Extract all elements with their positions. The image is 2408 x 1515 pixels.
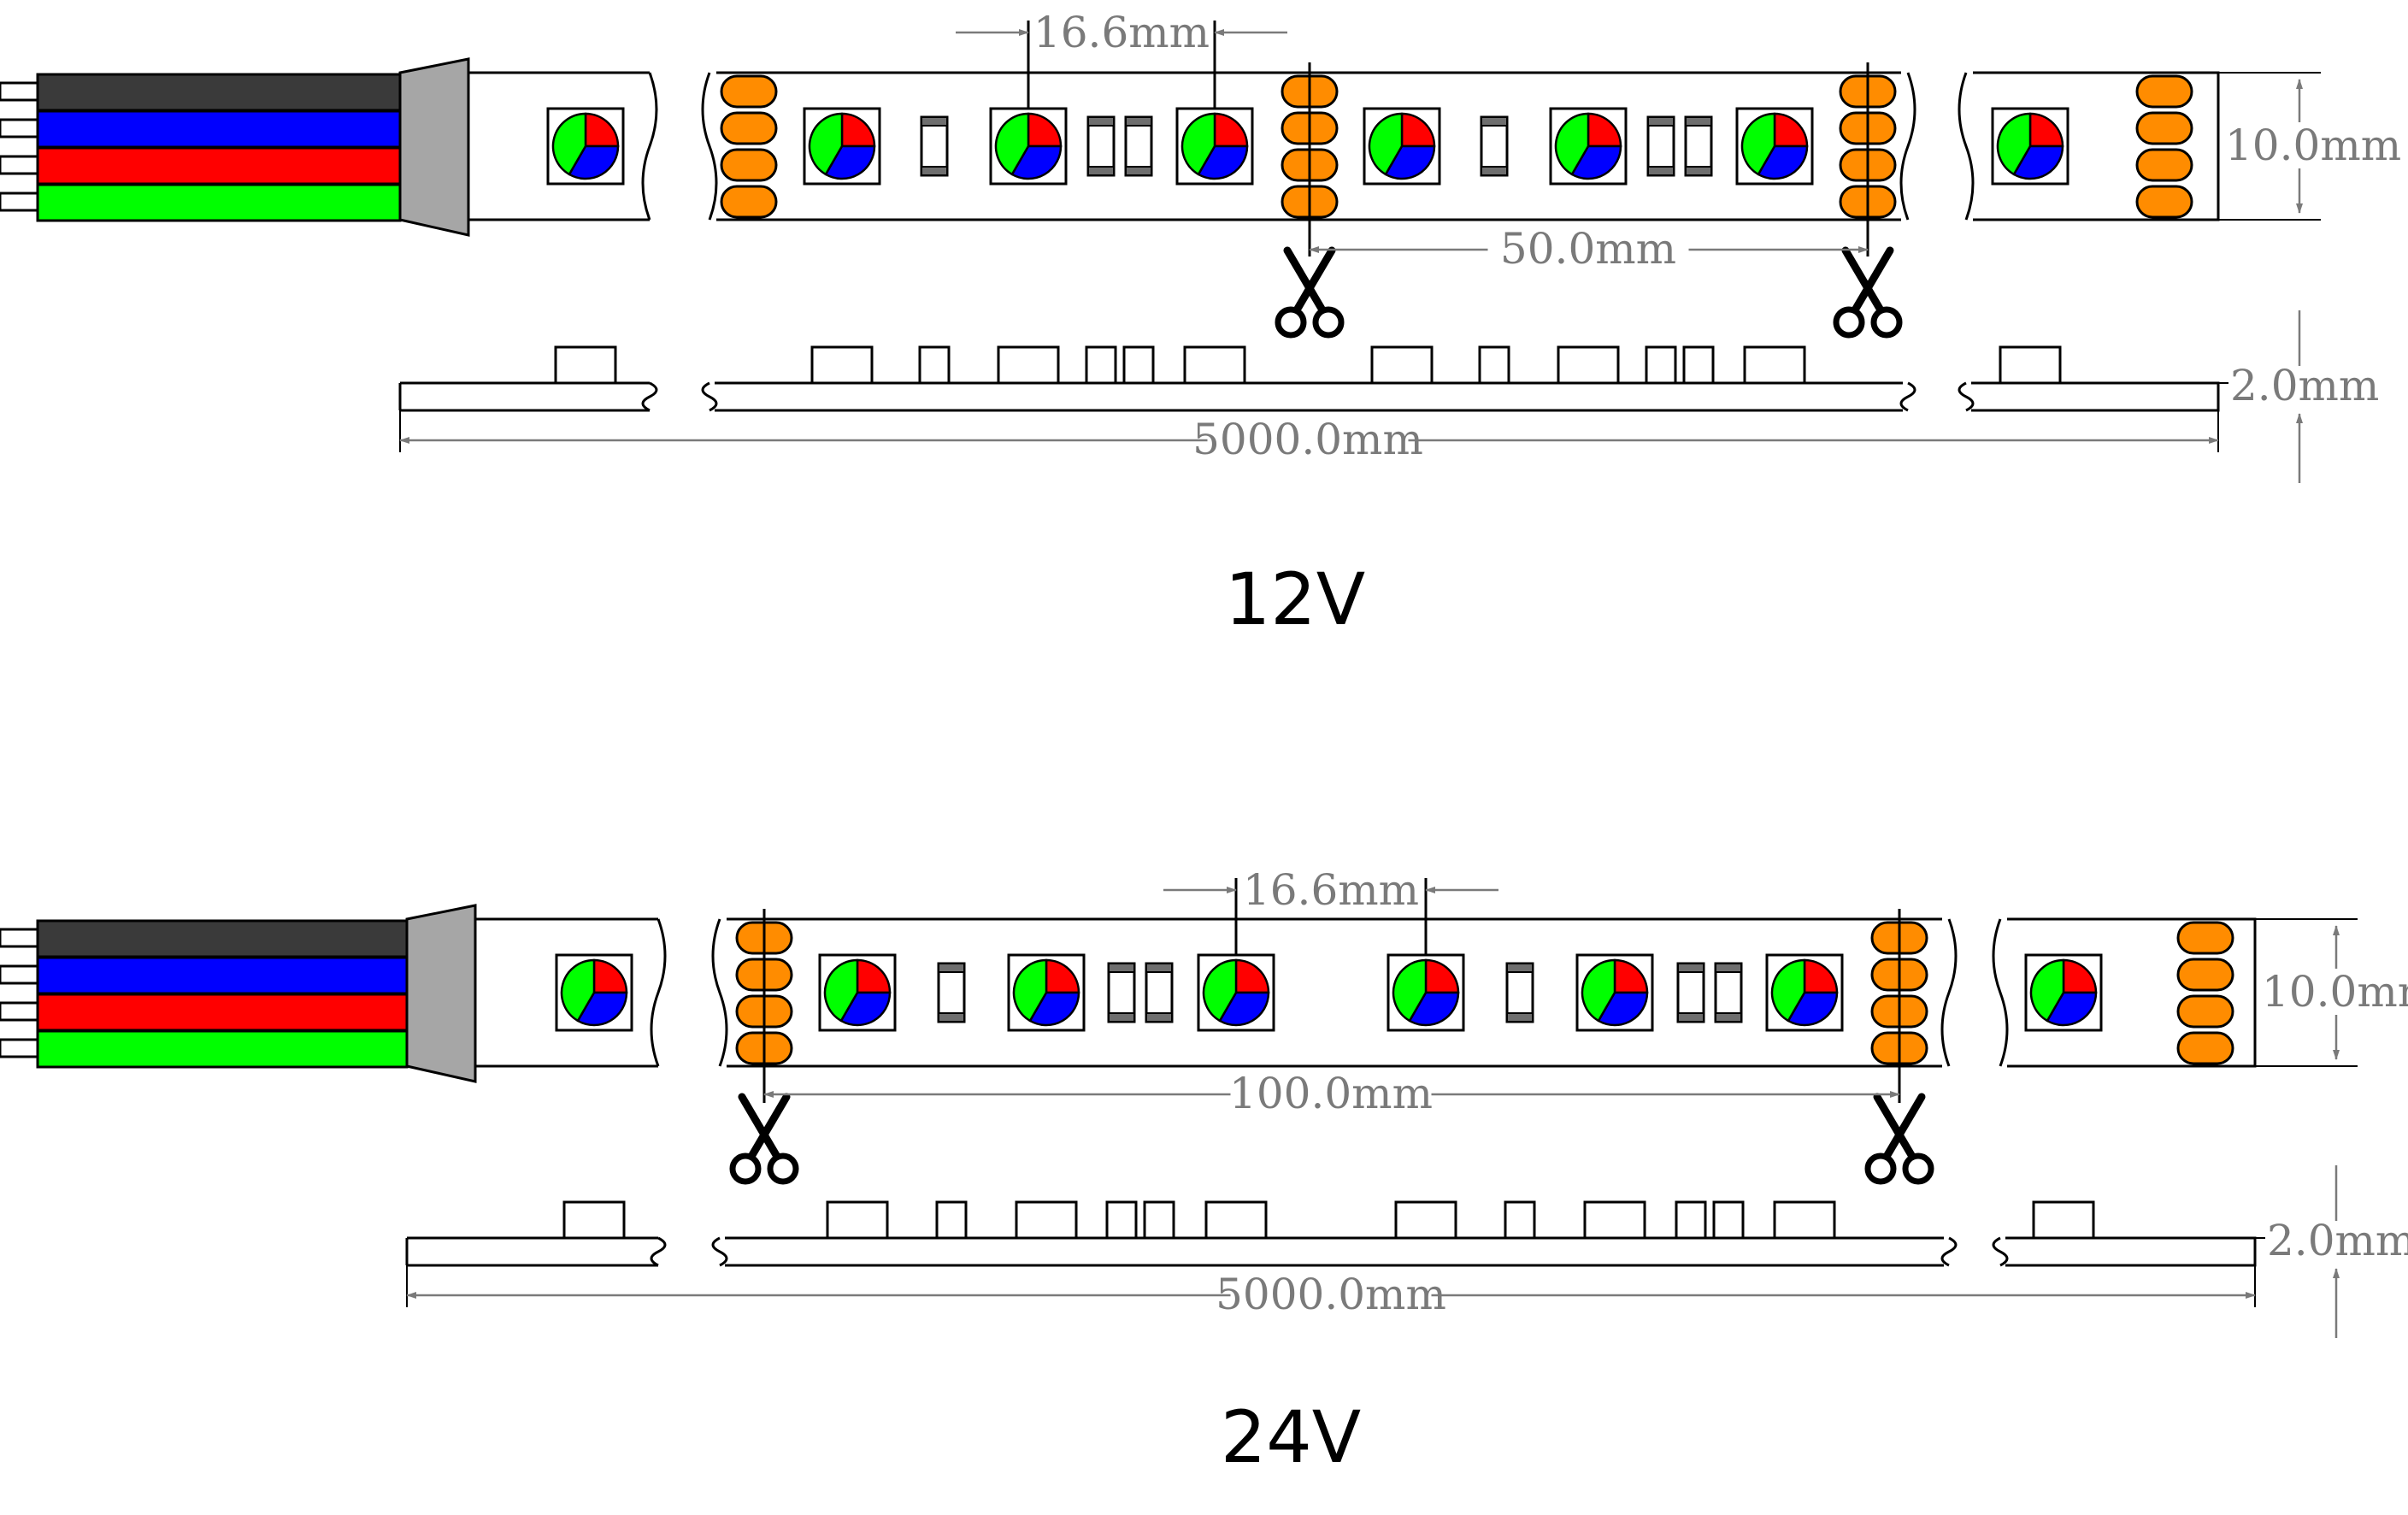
scissors-icon xyxy=(1833,246,1903,339)
solder-pads xyxy=(1870,909,1928,1103)
wire-bundle xyxy=(0,73,402,222)
connector xyxy=(405,904,477,1083)
rgb-led-icon xyxy=(546,107,625,186)
strip-segment-end xyxy=(1973,71,2220,221)
resistor xyxy=(920,115,949,177)
cut-interval-label: 50.0mm xyxy=(1500,224,1676,274)
strip-segment-middle xyxy=(727,917,1942,1068)
resistor xyxy=(1145,962,1174,1023)
strip-segment-start xyxy=(475,917,658,1068)
rgb-led-icon xyxy=(989,107,1068,186)
resistor xyxy=(1676,962,1705,1023)
rgb-led-icon xyxy=(1991,107,2069,186)
rgb-led-icon xyxy=(1363,107,1441,186)
solder-pads xyxy=(2135,74,2193,219)
scissors-icon xyxy=(1864,1093,1934,1185)
resistor xyxy=(1714,962,1743,1023)
led-pitch-dimension: 16.6mm xyxy=(1163,865,1498,955)
scissors-icon xyxy=(729,1093,799,1185)
strip-width-dimension: 10.0mm xyxy=(2218,72,2401,221)
solder-pads xyxy=(735,909,793,1103)
led-pitch-label: 16.6mm xyxy=(1033,8,1210,57)
diagram-12v: 16.6mm 50.0mm 10.0mm 2.0mm 5000.0mm 12V xyxy=(0,8,2401,641)
strip-length-label: 5000.0mm xyxy=(1192,415,1423,464)
strip-segment-start xyxy=(468,71,650,221)
solder-pads xyxy=(1281,62,1339,256)
solder-pads xyxy=(2176,921,2234,1065)
strip-side-view xyxy=(405,1200,2257,1267)
cut-interval-dimension: 50.0mm xyxy=(1309,224,1869,274)
rgb-led-icon xyxy=(1765,953,1844,1032)
rgb-led-icon xyxy=(1575,953,1654,1032)
resistor xyxy=(1086,115,1116,177)
strip-length-dimension: 5000.0mm xyxy=(399,410,2219,464)
resistor xyxy=(1505,962,1534,1023)
strip-thickness-dimension: 2.0mm xyxy=(2218,310,2379,483)
cut-interval-dimension: 100.0mm xyxy=(763,1069,1900,1118)
strip-segment-end xyxy=(2007,917,2257,1068)
strip-side-view xyxy=(398,345,2220,412)
strip-width-label: 10.0mm xyxy=(2262,967,2408,1017)
cut-interval-label: 100.0mm xyxy=(1229,1069,1433,1118)
strip-thickness-label: 2.0mm xyxy=(2230,361,2379,410)
rgb-led-icon xyxy=(1007,953,1086,1032)
strip-thickness-dimension: 2.0mm xyxy=(2255,1165,2408,1338)
diagram-24v: 16.6mm 100.0mm 10.0mm 2.0mm 5000.0mm 24V xyxy=(0,865,2408,1479)
rgb-led-icon xyxy=(555,953,633,1032)
strip-width-label: 10.0mm xyxy=(2225,121,2401,170)
strip-length-dimension: 5000.0mm xyxy=(406,1265,2256,1319)
resistor xyxy=(937,962,966,1023)
strip-thickness-label: 2.0mm xyxy=(2267,1216,2408,1265)
rgb-led-icon xyxy=(1549,107,1628,186)
led-pitch-label: 16.6mm xyxy=(1243,865,1419,915)
resistor xyxy=(1124,115,1153,177)
rgb-led-icon xyxy=(1387,953,1465,1032)
scissors-icon xyxy=(1275,246,1345,339)
rgb-led-icon xyxy=(818,953,897,1032)
rgb-led-icon xyxy=(2024,953,2103,1032)
resistor xyxy=(1684,115,1713,177)
resistor xyxy=(1107,962,1136,1023)
rgb-led-icon xyxy=(1197,953,1275,1032)
rgb-led-icon xyxy=(1175,107,1254,186)
led-pitch-dimension: 16.6mm xyxy=(956,8,1287,109)
solder-pads xyxy=(720,74,778,219)
voltage-title: 24V xyxy=(1221,1395,1361,1479)
connector xyxy=(398,57,470,237)
voltage-title: 12V xyxy=(1225,557,1365,641)
solder-pads xyxy=(1839,62,1897,256)
resistor xyxy=(1646,115,1675,177)
strip-length-label: 5000.0mm xyxy=(1216,1270,1446,1319)
rgb-led-icon xyxy=(1735,107,1814,186)
resistor xyxy=(1480,115,1509,177)
rgb-led-icon xyxy=(803,107,881,186)
wire-bundle xyxy=(0,919,409,1069)
strip-width-dimension: 10.0mm xyxy=(2255,918,2408,1067)
